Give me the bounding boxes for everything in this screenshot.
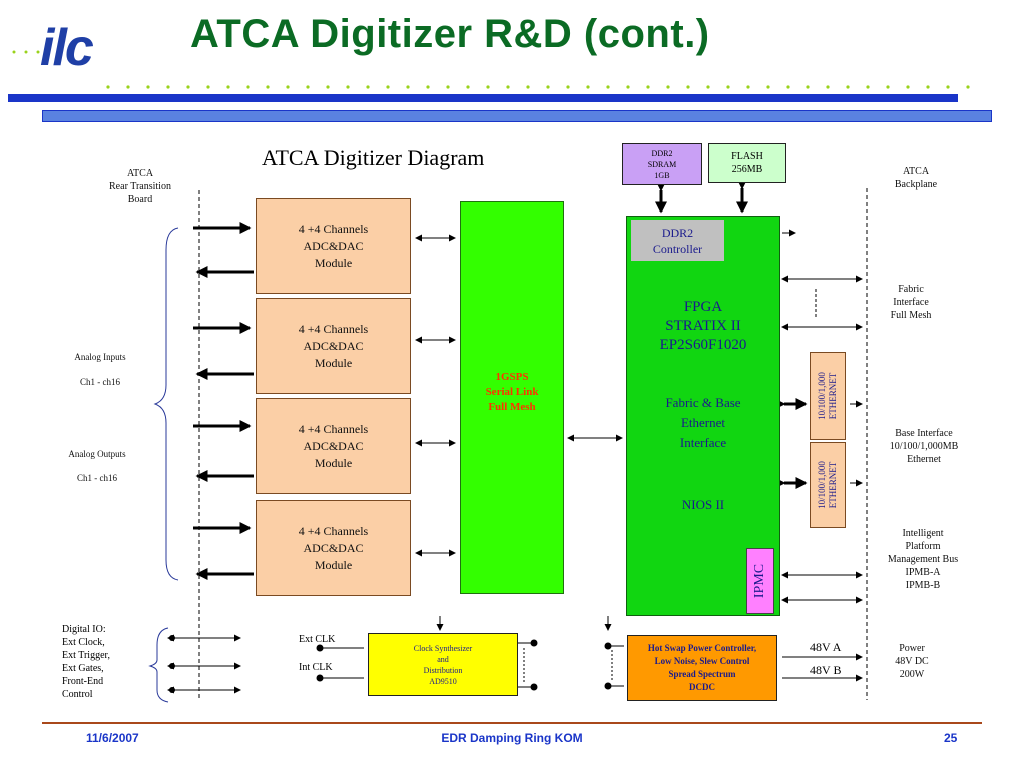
ethernet-block-2: 10/100/1,000 ETHERNET xyxy=(810,442,846,528)
adc-dac-module-label: 4 +4 Channels ADC&DAC Module xyxy=(298,321,369,370)
header-dot xyxy=(646,85,650,89)
adc-dac-module-3: 4 +4 Channels ADC&DAC Module xyxy=(256,398,411,494)
header-dot xyxy=(266,85,270,89)
footer-page-number: 25 xyxy=(944,731,958,745)
ethernet-block-1: 10/100/1,000 ETHERNET xyxy=(810,352,846,440)
header-dot xyxy=(226,85,230,89)
adc-dac-module-2: 4 +4 Channels ADC&DAC Module xyxy=(256,298,411,394)
header-dot xyxy=(866,85,870,89)
header-dot xyxy=(306,85,310,89)
header-dot xyxy=(546,85,550,89)
header-dot xyxy=(366,85,370,89)
header-dot xyxy=(706,85,710,89)
header-dot xyxy=(686,85,690,89)
clock-synthesizer-block: Clock Synthesizer and Distribution AD951… xyxy=(368,633,518,696)
header-dot xyxy=(766,85,770,89)
nios-label: NIOS II xyxy=(681,497,725,512)
rear-board-label: ATCA Rear Transition Board xyxy=(109,168,171,205)
diagram-title: ATCA Digitizer Diagram xyxy=(262,145,485,170)
header-dot xyxy=(146,85,150,89)
header-dot xyxy=(126,85,130,89)
power-label: Power 48V DC 200W xyxy=(895,643,929,680)
base-interface-label: Base Interface 10/100/1,000MB Ethernet xyxy=(889,428,959,465)
header-dot xyxy=(906,85,910,89)
48v-b-label: 48V B xyxy=(810,663,842,677)
header-dot xyxy=(486,85,490,89)
ethernet-label: 10/100/1,000 ETHERNET xyxy=(817,461,839,509)
header-dot xyxy=(246,85,250,89)
header-dot xyxy=(946,85,950,89)
header-dot xyxy=(466,85,470,89)
header-dot xyxy=(786,85,790,89)
hot-swap-block: Hot Swap Power Controller, Low Noise, Sl… xyxy=(627,635,777,701)
header-dot xyxy=(386,85,390,89)
ipmc-block: IPMC xyxy=(746,548,774,614)
header-dot xyxy=(566,85,570,89)
ddr2-sdram-label: DDR2 SDRAM 1GB xyxy=(647,148,677,180)
ilc-logo: ilc xyxy=(40,19,94,77)
ipmb-label: Intelligent Platform Management Bus IPMB… xyxy=(887,528,959,591)
header-dot xyxy=(526,85,530,89)
hot-swap-label: Hot Swap Power Controller, Low Noise, Sl… xyxy=(647,643,757,692)
digital-io-label: Digital IO: Ext Clock, Ext Trigger, Ext … xyxy=(62,624,110,700)
header-dot xyxy=(746,85,750,89)
serial-link-block: 1GSPS Serial Link Full Mesh xyxy=(460,201,564,594)
header-dot xyxy=(406,85,410,89)
fabric-interface-label: Fabric Interface Full Mesh xyxy=(890,284,932,321)
header-bar-secondary xyxy=(42,110,992,122)
serial-link-label: 1GSPS Serial Link Full Mesh xyxy=(485,371,539,413)
fabric-ethernet-label: Fabric & Base Ethernet Interface xyxy=(665,395,741,450)
header-dot xyxy=(926,85,930,89)
48v-a-label: 48V A xyxy=(810,640,842,654)
footer-title: EDR Damping Ring KOM xyxy=(441,731,583,745)
ethernet-label: 10/100/1,000 ETHERNET xyxy=(817,372,839,420)
ddr2-controller-block: DDR2 Controller xyxy=(631,220,724,261)
header-dot xyxy=(626,85,630,89)
header-dot xyxy=(666,85,670,89)
header-dot xyxy=(506,85,510,89)
analog-outputs-channels: Ch1 - ch16 xyxy=(77,473,117,483)
header-bar xyxy=(8,94,958,102)
header-dot xyxy=(606,85,610,89)
header-dot xyxy=(586,85,590,89)
adc-dac-module-label: 4 +4 Channels ADC&DAC Module xyxy=(298,221,369,270)
header-dot xyxy=(166,85,170,89)
header-dots xyxy=(12,50,40,54)
adc-dac-module-label: 4 +4 Channels ADC&DAC Module xyxy=(298,523,369,572)
footer-date: 11/6/2007 xyxy=(86,731,139,745)
header-dot xyxy=(826,85,830,89)
header-dot xyxy=(286,85,290,89)
flash-label: FLASH 256MB xyxy=(731,151,763,175)
int-clk-label: Int CLK xyxy=(299,662,333,673)
ipmc-label: IPMC xyxy=(752,563,768,599)
analog-outputs-label: Analog Outputs xyxy=(68,449,126,459)
clock-synthesizer-label: Clock Synthesizer and Distribution AD951… xyxy=(413,643,473,686)
adc-dac-module-1: 4 +4 Channels ADC&DAC Module xyxy=(256,198,411,294)
slide-title: ATCA Digitizer R&D (cont.) xyxy=(190,12,710,56)
header-dot xyxy=(806,85,810,89)
header-dot xyxy=(966,85,970,89)
header-dot xyxy=(106,85,110,89)
header-dot xyxy=(886,85,890,89)
header-dot xyxy=(446,85,450,89)
header-dot xyxy=(346,85,350,89)
header-dot xyxy=(846,85,850,89)
flash-block: FLASH 256MB xyxy=(708,143,786,183)
header-dot xyxy=(426,85,430,89)
header-dot xyxy=(186,85,190,89)
header-dot xyxy=(726,85,730,89)
adc-dac-module-label: 4 +4 Channels ADC&DAC Module xyxy=(298,421,369,470)
ddr2-controller-label: DDR2 Controller xyxy=(652,225,703,256)
analog-inputs-channels: Ch1 - ch16 xyxy=(80,377,120,387)
ddr2-sdram-block: DDR2 SDRAM 1GB xyxy=(622,143,702,185)
header-dot xyxy=(326,85,330,89)
adc-dac-module-4: 4 +4 Channels ADC&DAC Module xyxy=(256,500,411,596)
fpga-label: FPGA STRATIX II EP2S60F1020 xyxy=(659,299,747,353)
header-dot xyxy=(206,85,210,89)
backplane-label: ATCA Backplane xyxy=(894,166,938,190)
analog-inputs-label: Analog Inputs xyxy=(74,352,126,362)
ext-clk-label: Ext CLK xyxy=(299,634,336,645)
